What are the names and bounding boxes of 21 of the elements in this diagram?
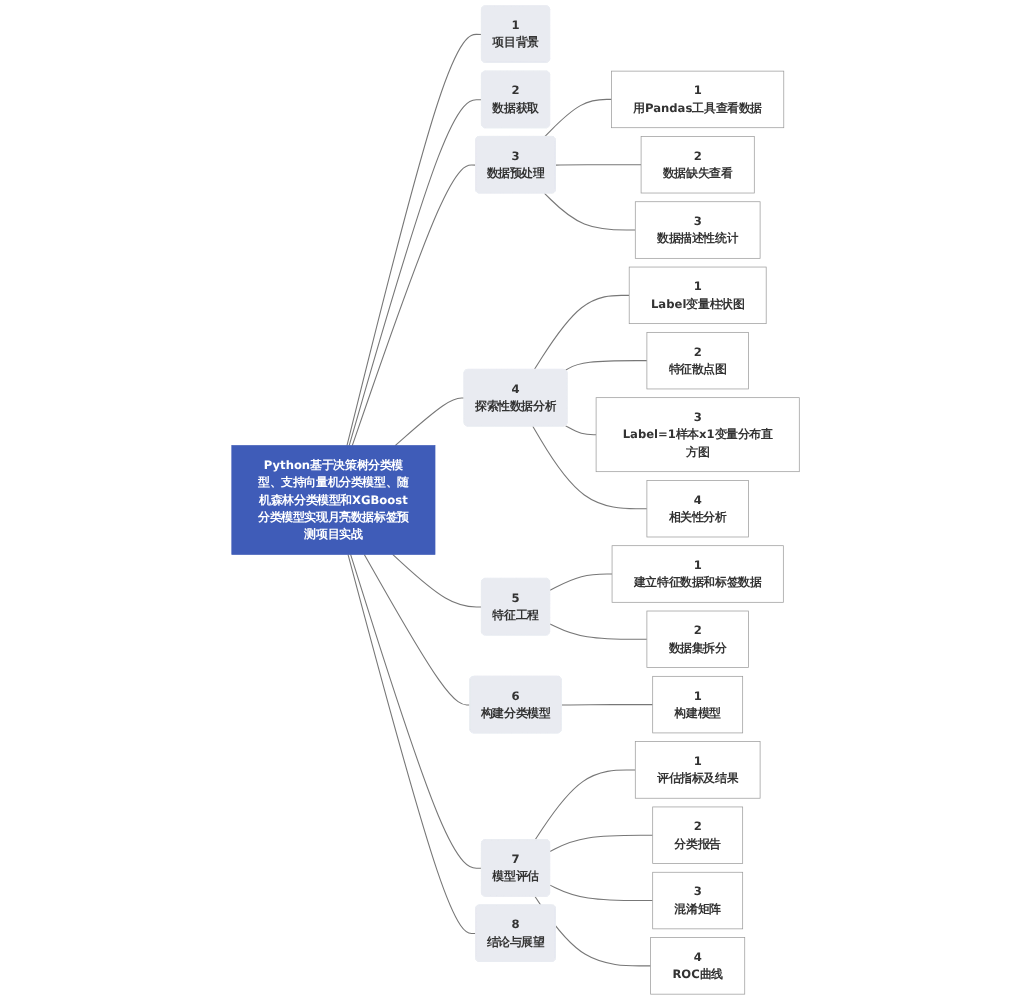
connector — [352, 164, 477, 447]
connector — [532, 425, 648, 510]
connector — [565, 360, 648, 371]
connector — [549, 834, 654, 852]
connector — [392, 553, 483, 608]
connector — [544, 98, 613, 138]
connector — [549, 884, 654, 902]
connector — [544, 192, 637, 231]
connector — [395, 397, 466, 447]
connector — [549, 623, 648, 640]
connector — [534, 769, 637, 841]
connector — [549, 573, 614, 591]
connector — [347, 553, 477, 935]
connector — [555, 164, 643, 166]
connector — [349, 99, 483, 447]
connector — [350, 553, 483, 869]
connector — [364, 553, 472, 706]
connector — [565, 425, 598, 436]
connector — [561, 704, 654, 706]
connector — [534, 294, 631, 371]
connector — [346, 33, 483, 447]
